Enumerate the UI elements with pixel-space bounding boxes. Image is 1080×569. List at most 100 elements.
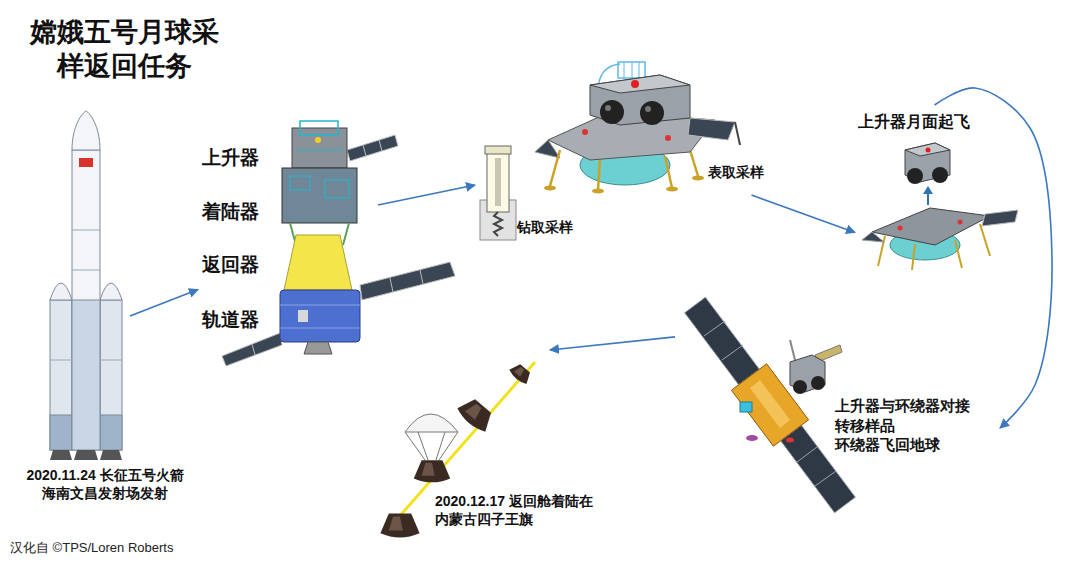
rocket-illustration [72, 111, 100, 150]
rocket-illustration [100, 450, 122, 460]
spacecraft-stack-illustration [379, 140, 382, 151]
flow-arrow [378, 185, 475, 205]
spacecraft-stack: 上升器着陆器返回器轨道器 [198, 118, 378, 353]
lander-illustration [632, 62, 633, 78]
spacecraft-stack-illustration [420, 270, 423, 284]
return-illustration [414, 460, 450, 482]
return-illustration [405, 414, 458, 432]
rocket-illustration [72, 270, 100, 271]
surface-sampling: 表取采样 [540, 60, 775, 195]
return-illustration [422, 463, 435, 476]
lander-illustration [665, 156, 672, 188]
rocket-illustration [50, 111, 122, 460]
ascent-illustration [862, 143, 1018, 270]
ascent-illustration [932, 167, 948, 183]
docking-illustration [786, 438, 794, 443]
spacecraft-stack-illustration [343, 223, 349, 245]
return-illustration [389, 516, 403, 530]
lander-illustration [688, 118, 735, 140]
return-illustration [508, 361, 534, 386]
lander-illustration [735, 122, 740, 145]
ascent-illustration [955, 240, 962, 268]
ascent-stage: 上升器月面起飞 [855, 105, 1040, 275]
docking-illustration [790, 340, 795, 360]
spacecraft-stack-illustration [300, 121, 338, 135]
drill-illustration [480, 146, 516, 240]
lander-illustration [690, 150, 698, 176]
lander-illustration [592, 189, 604, 194]
docking-illustration [793, 380, 807, 394]
spacecraft-stack-illustration [347, 135, 398, 161]
flow-arrow [935, 88, 1053, 428]
ascent-illustration [923, 186, 933, 194]
ascent-illustration [958, 220, 963, 225]
spacecraft-stack-illustration [282, 168, 357, 223]
rocket-illustration [72, 300, 100, 450]
rocket-illustration [79, 158, 93, 167]
spacecraft-stack-illustration [325, 180, 349, 198]
lander-illustration [550, 150, 560, 186]
lander-illustration [590, 75, 690, 125]
return-illustration [514, 365, 525, 376]
return-illustration [405, 432, 425, 460]
docking-stage: 上升器与环绕器对接 转移样品 环绕器飞回地球 [675, 318, 1000, 513]
lander-illustration [639, 62, 640, 78]
lander-illustration [631, 80, 639, 88]
docking-illustration [750, 380, 790, 428]
return-illustration [418, 432, 428, 460]
lander-illustration [600, 100, 624, 124]
return-illustration [465, 401, 483, 419]
ascent-illustration [862, 232, 884, 242]
rocket-illustration [100, 360, 122, 361]
rocket-illustration [50, 415, 72, 450]
spacecraft-stack-illustration [296, 150, 343, 151]
lander-illustration [590, 75, 690, 93]
step-caption: 钻取采样 [517, 218, 573, 236]
part-label: 返回器 [202, 253, 259, 278]
lander-illustration [665, 135, 671, 141]
ascent-illustration [912, 244, 915, 270]
rocket-illustration [50, 450, 72, 460]
lander-illustration [544, 186, 556, 191]
lander-illustration [618, 62, 645, 78]
lander-illustration [582, 129, 588, 135]
lander-illustration [692, 176, 704, 181]
lander-illustration [640, 101, 664, 125]
rocket-illustration [72, 150, 100, 450]
rocket-illustration [50, 300, 72, 450]
spacecraft-stack-illustration [363, 145, 366, 156]
ascent-illustration [927, 193, 929, 205]
ascent-illustration [898, 226, 903, 231]
return-illustration [380, 514, 419, 538]
rocket-illustration [72, 230, 100, 231]
spacecraft-stack-illustration [390, 278, 393, 292]
rocket-illustration [74, 450, 98, 460]
rocket-illustration [50, 360, 72, 361]
return-illustration [455, 394, 497, 434]
ascent-illustration [926, 148, 931, 153]
launch-caption: 2020.11.24 长征五号火箭 海南文昌发射场发射 [5, 466, 205, 502]
spacecraft-stack-illustration [280, 290, 360, 342]
diagram-title: 嫦娥五号月球采 样返回任务 [22, 16, 227, 84]
lander-illustration [598, 158, 600, 190]
ascent-illustration [982, 210, 1018, 226]
return-illustration [380, 361, 535, 537]
credit-note: 汉化自 ©TPS/Loren Roberts [10, 540, 173, 556]
step-caption: 上升器与环绕器对接 转移样品 环绕器飞回地球 [835, 396, 985, 455]
spacecraft-stack-illustration [284, 235, 352, 290]
docking-illustration [811, 376, 825, 390]
docking-illustration [685, 297, 856, 513]
flow-arrow [752, 195, 856, 233]
return-illustration [508, 361, 534, 386]
spacecraft-stack-illustration [222, 333, 282, 366]
return-illustration [439, 432, 458, 460]
docking-illustration [815, 471, 836, 486]
docking-illustration [746, 435, 758, 441]
spacecraft-stack-illustration [280, 328, 360, 329]
docking-illustration [722, 345, 743, 360]
spacecraft-stack-illustration [290, 176, 310, 190]
docking-illustration [704, 321, 725, 336]
step-caption: 表取采样 [708, 163, 764, 181]
